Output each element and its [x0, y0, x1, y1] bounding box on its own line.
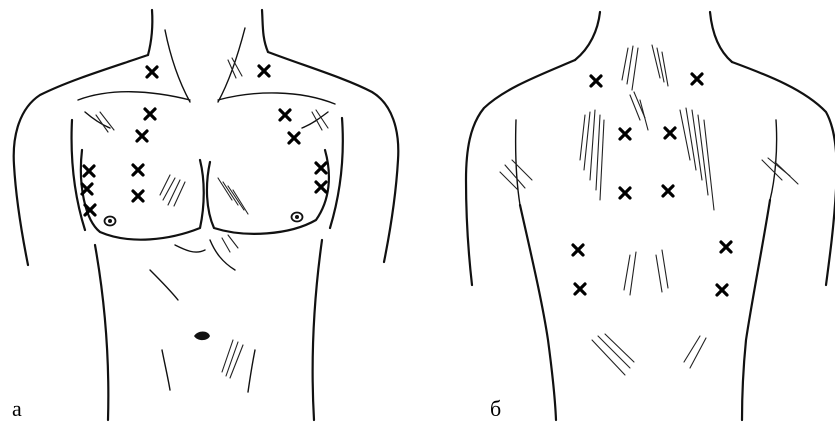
- back-right-shoulder: [732, 62, 835, 285]
- front-marker: [133, 191, 143, 201]
- front-marker: [147, 67, 157, 77]
- front-marker: [316, 182, 326, 192]
- front-marker: [289, 133, 299, 143]
- front-marker: [133, 165, 143, 175]
- back-left-shoulder: [466, 60, 575, 285]
- front-right-nipple-center: [295, 215, 299, 219]
- front-torso-figure: [14, 10, 399, 420]
- front-marker: [137, 131, 147, 141]
- front-neck-muscle-left: [165, 30, 190, 102]
- back-marker: [665, 128, 675, 138]
- back-right-side: [742, 200, 770, 420]
- front-right-clavicle: [218, 93, 335, 104]
- back-marker: [575, 284, 585, 294]
- front-shading: [96, 58, 328, 378]
- front-left-clavicle: [78, 92, 190, 100]
- back-torso-figure: [466, 12, 835, 420]
- back-marker: [663, 186, 673, 196]
- back-marker: [692, 74, 702, 84]
- back-marker: [721, 242, 731, 252]
- back-neck-right: [710, 12, 732, 62]
- front-marker: [84, 166, 94, 176]
- back-marker: [717, 285, 727, 295]
- front-marker: [316, 163, 326, 173]
- front-abdomen-line: [210, 240, 235, 270]
- back-marker: [620, 188, 630, 198]
- front-left-nipple-center: [108, 219, 112, 223]
- back-marker: [620, 129, 630, 139]
- back-left-side: [520, 205, 556, 420]
- front-navel: [194, 332, 210, 341]
- front-sternum-line: [175, 245, 205, 252]
- front-right-pectoral: [207, 150, 329, 234]
- panel-label-back: б: [490, 398, 501, 420]
- front-marker: [82, 184, 92, 194]
- back-left-arm-inner: [516, 120, 520, 205]
- front-right-arm-inner: [330, 118, 343, 228]
- front-neck-right: [262, 10, 268, 52]
- front-marker: [145, 109, 155, 119]
- back-marker: [591, 76, 601, 86]
- front-rib-left: [150, 270, 178, 300]
- front-left-side: [95, 245, 108, 420]
- front-lower-abdomen-left: [162, 350, 170, 390]
- back-neck-left: [575, 12, 600, 60]
- front-neck-muscle-right: [218, 28, 245, 102]
- panel-label-front: а: [12, 398, 22, 420]
- front-marker: [280, 110, 290, 120]
- front-neck-left: [148, 10, 152, 55]
- front-lower-abdomen-right: [248, 350, 255, 392]
- front-marker: [259, 66, 269, 76]
- back-marker: [573, 245, 583, 255]
- front-left-pectoral: [81, 150, 204, 240]
- front-right-side: [313, 240, 322, 420]
- front-shoulder-hollow-right: [302, 112, 328, 128]
